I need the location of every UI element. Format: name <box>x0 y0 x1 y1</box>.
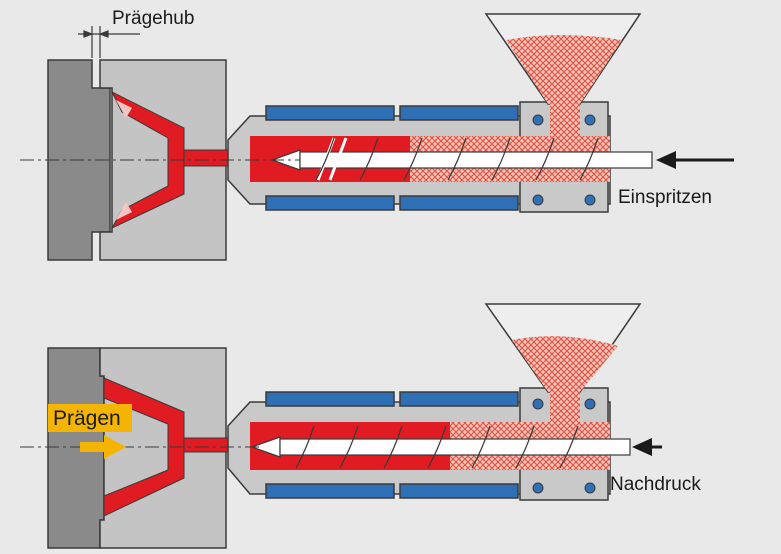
heater-band <box>399 105 519 121</box>
praegehub-label: Prägehub <box>112 8 194 29</box>
heater-band <box>265 105 395 121</box>
einspritzen-label: Einspritzen <box>618 187 712 208</box>
nachdruck-label: Nachdruck <box>610 474 701 495</box>
heater-band <box>399 391 519 407</box>
cooling-channel <box>584 194 596 206</box>
heater-band <box>265 483 395 499</box>
screw-flights-top <box>315 137 599 181</box>
granulate-hopper-top <box>506 35 622 104</box>
screw-shaft-bottom <box>279 438 631 456</box>
arrow-left-icon <box>632 438 662 456</box>
praegehub-dimension <box>78 26 140 58</box>
arrow-left-icon <box>656 151 734 169</box>
arrow-right-icon <box>80 435 126 459</box>
cooling-channel <box>532 398 544 410</box>
stage-einspritzen: Prägehub Einspritzen <box>20 8 734 261</box>
granulate-hopper-bottom <box>512 336 618 392</box>
stage-nachdruck: Prägen Nachdruck <box>20 303 701 549</box>
sprue-top <box>183 149 235 167</box>
cooling-channel <box>532 114 544 126</box>
screw-flights-bottom <box>295 425 579 469</box>
praegen-badge <box>48 404 132 432</box>
heater-band <box>265 391 395 407</box>
cooling-channel <box>584 482 596 494</box>
cooling-channel <box>532 482 544 494</box>
sprue-bottom <box>183 437 235 453</box>
granulate-throat-bottom <box>550 390 580 424</box>
granulate-throat-top <box>550 102 580 138</box>
heater-band <box>399 195 519 211</box>
heater-band <box>399 483 519 499</box>
screw-shaft-top <box>299 151 653 169</box>
praegen-label: Prägen <box>53 407 121 430</box>
cooling-channel <box>532 194 544 206</box>
cooling-channel <box>584 398 596 410</box>
cooling-channel <box>584 114 596 126</box>
heater-band <box>265 195 395 211</box>
